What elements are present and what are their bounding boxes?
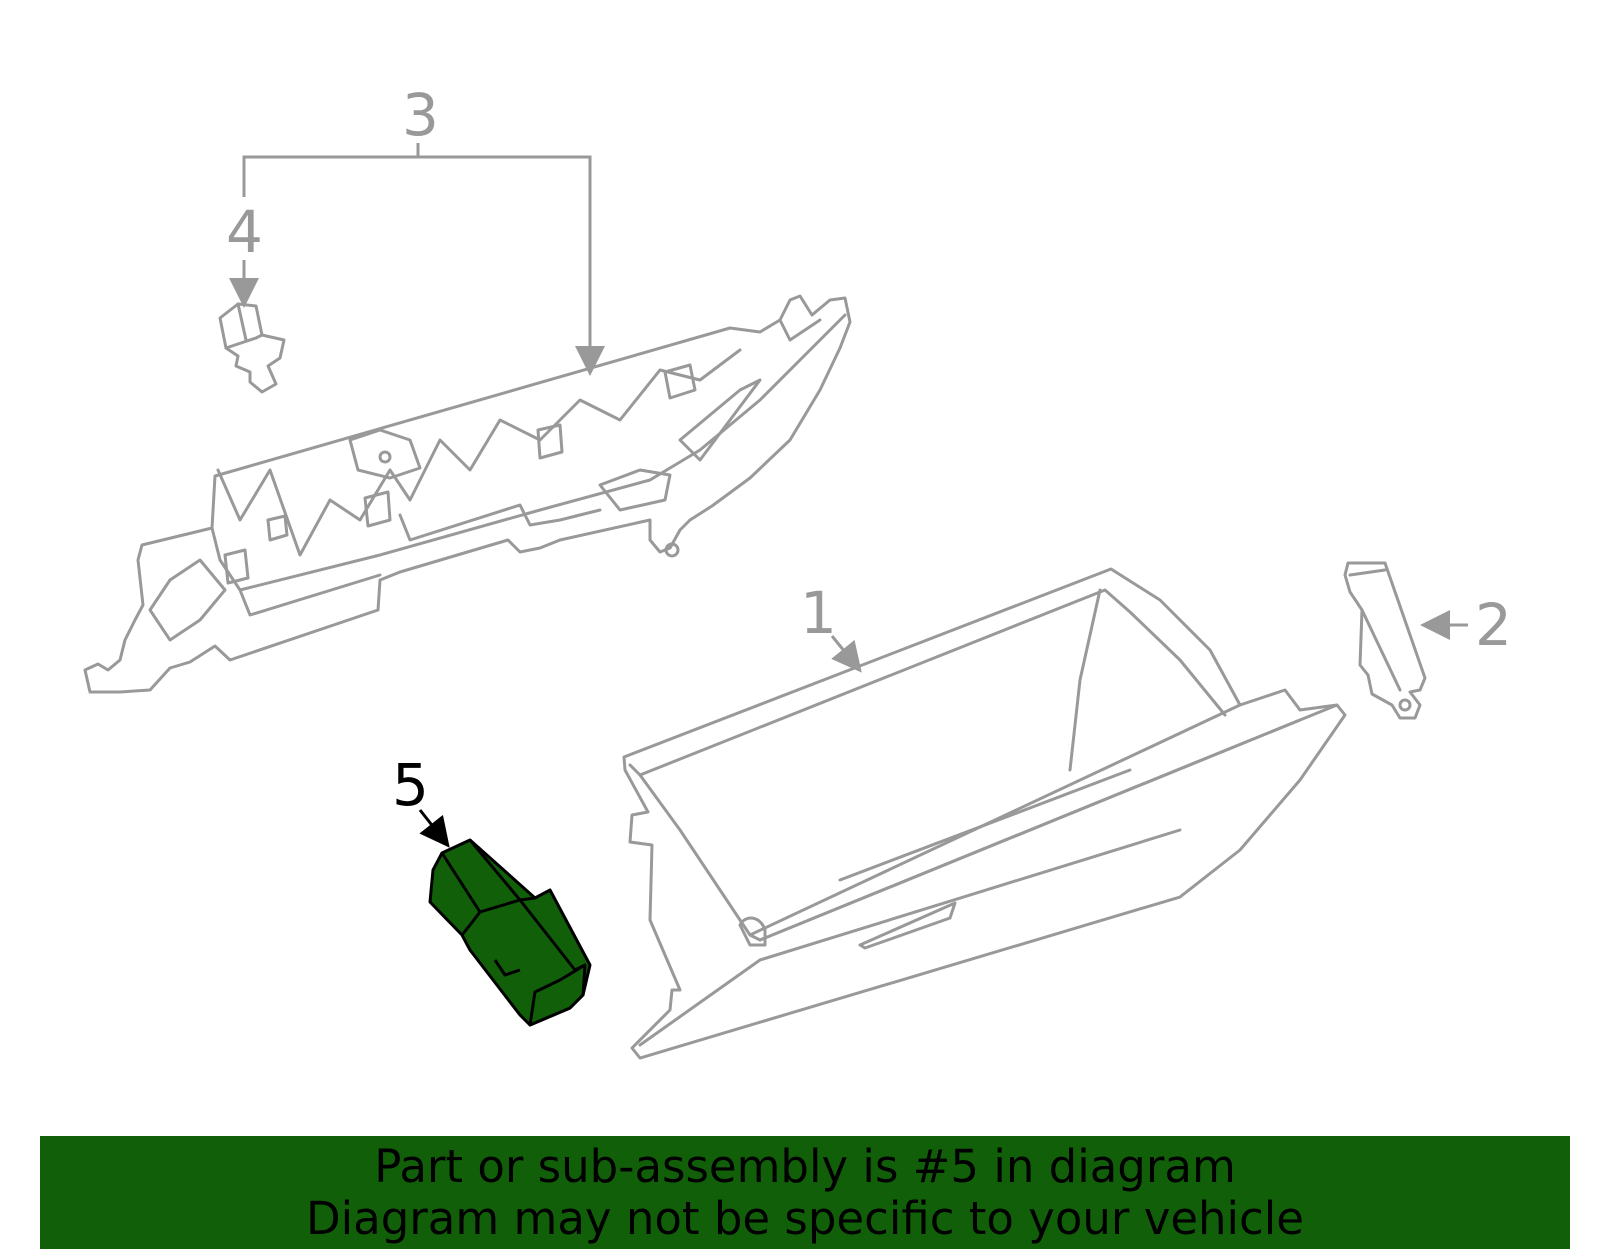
banner-line-1: Part or sub-assembly is #5 in diagram — [374, 1139, 1236, 1193]
callout-4: 4 — [226, 198, 263, 266]
callout-2: 2 — [1475, 591, 1512, 659]
part-2-latch — [1343, 561, 1427, 720]
callout-3: 3 — [402, 81, 439, 149]
part-1-glove-box — [622, 567, 1347, 1060]
part-4-clip — [218, 302, 286, 394]
banner-line-2: Diagram may not be specific to your vehi… — [306, 1191, 1304, 1245]
part-3-frame — [83, 294, 852, 694]
callout-5: 5 — [392, 751, 429, 819]
callout-1: 1 — [800, 579, 837, 647]
part-5-highlighted — [428, 838, 592, 1027]
info-banner: Part or sub-assembly is #5 in diagram Di… — [40, 1136, 1570, 1249]
leader-lines — [229, 143, 1468, 848]
